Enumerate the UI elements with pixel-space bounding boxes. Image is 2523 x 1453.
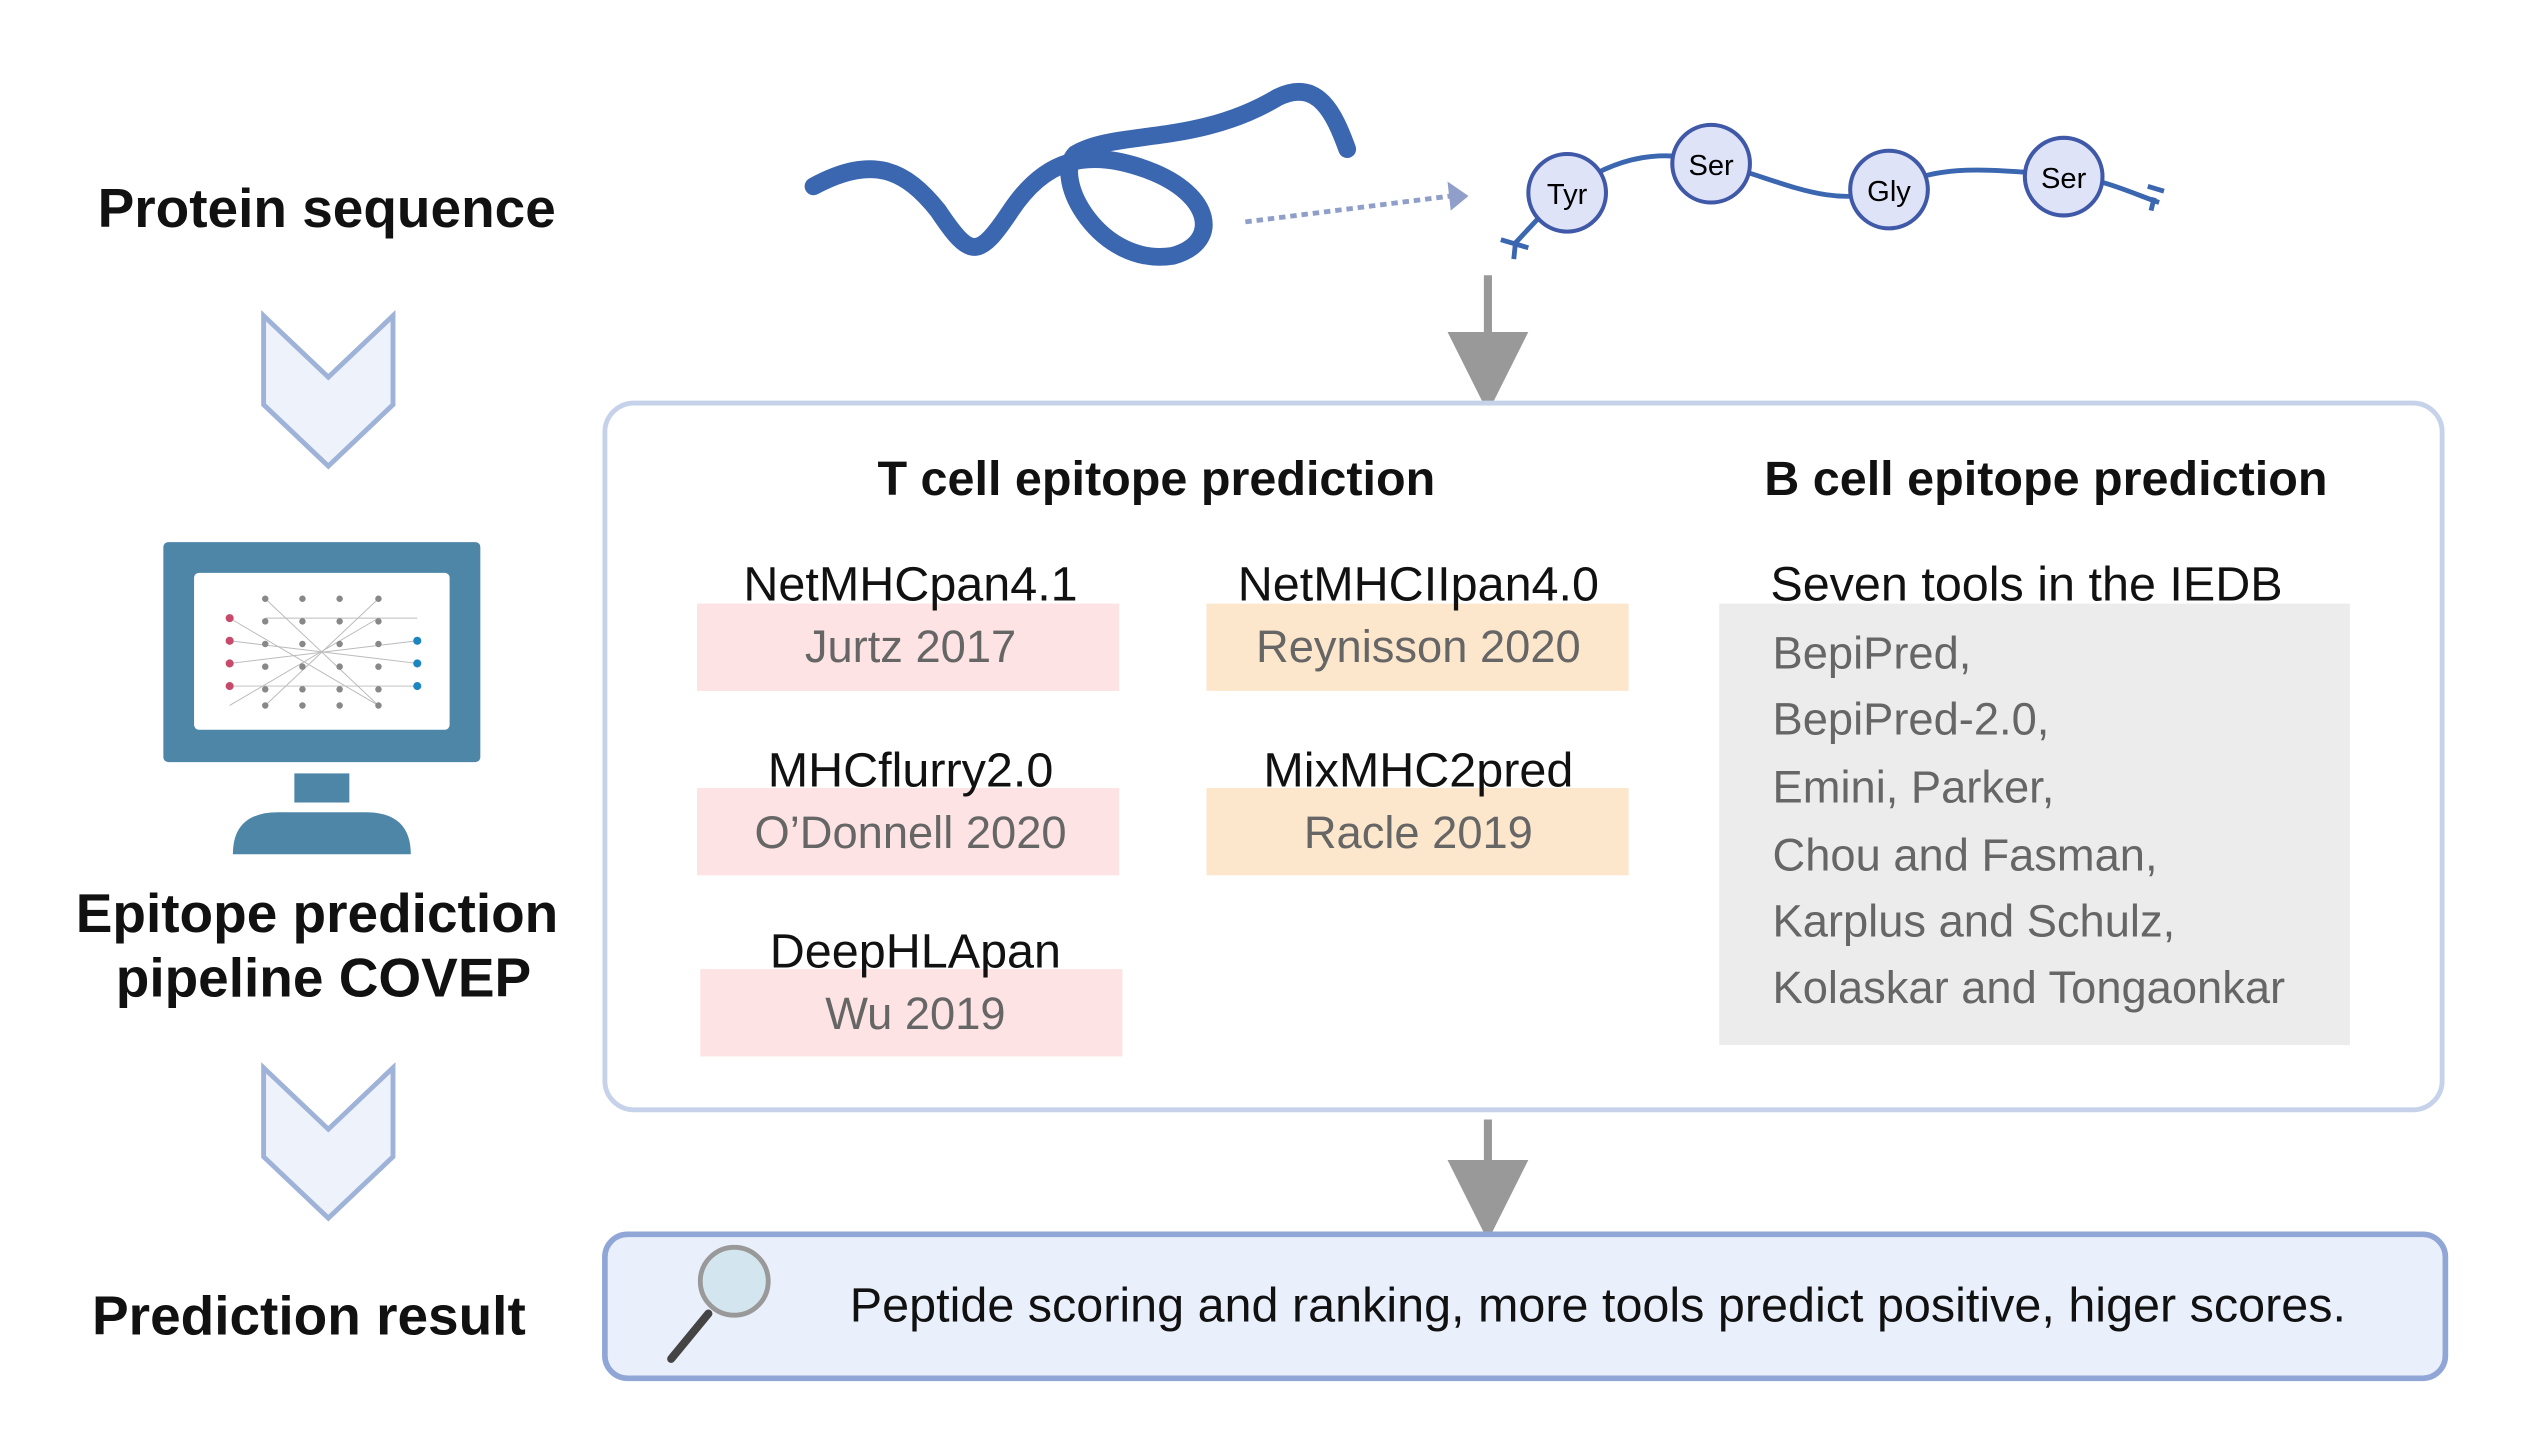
bcell-tools: Seven tools in the IEDB BepiPred, BepiPr… — [1719, 557, 2350, 1046]
tool-mhcflurry: MHCflurry2.0 O’Donnell 2020 — [697, 743, 1120, 876]
svg-text:Racle 2019: Racle 2019 — [1304, 807, 1533, 858]
tool-netmhciipan: NetMHCIIpan4.0 Reynisson 2020 — [1206, 557, 1629, 691]
svg-text:NetMHCIIpan4.0: NetMHCIIpan4.0 — [1238, 557, 1599, 611]
bcell-tool: Kolaskar and Tongaonkar — [1773, 962, 2286, 1013]
bcell-tool: Emini, Parker, — [1773, 762, 2055, 813]
bcell-tool: BepiPred-2.0, — [1773, 694, 2050, 745]
svg-text:Wu 2019: Wu 2019 — [825, 988, 1005, 1039]
dotted-arrow — [1245, 193, 1452, 225]
label-pipeline-line2: pipeline COVEP — [116, 947, 531, 1009]
bcell-tool: Karplus and Schulz, — [1773, 896, 2176, 947]
label-prediction-result: Prediction result — [92, 1285, 526, 1347]
tcell-title: T cell epitope prediction — [877, 452, 1435, 506]
down-chevron-icon — [261, 1062, 396, 1222]
tool-mixmhc2pred: MixMHC2pred Racle 2019 — [1206, 743, 1629, 876]
tool-deephlapan: DeepHLApan Wu 2019 — [700, 924, 1123, 1057]
down-chevron-icon — [261, 310, 396, 470]
tool-netmhcpan: NetMHCpan4.1 Jurtz 2017 — [697, 557, 1120, 691]
bcell-tool: Chou and Fasman, — [1773, 829, 2158, 880]
bcell-tool: BepiPred, — [1773, 627, 1972, 678]
peptide-terminus — [1500, 183, 2165, 260]
svg-text:MHCflurry2.0: MHCflurry2.0 — [768, 743, 1054, 797]
svg-text:Ser: Ser — [2041, 163, 2087, 195]
label-pipeline-line1: Epitope prediction — [76, 882, 559, 944]
result-text: Peptide scoring and ranking, more tools … — [850, 1279, 2346, 1333]
label-protein-sequence: Protein sequence — [98, 177, 556, 239]
svg-text:MixMHC2pred: MixMHC2pred — [1263, 743, 1573, 797]
svg-text:Tyr: Tyr — [1547, 179, 1588, 211]
computer-icon — [163, 542, 481, 855]
neural-network-icon — [229, 598, 418, 706]
residue-ser: Ser — [1670, 122, 1752, 205]
svg-text:Jurtz 2017: Jurtz 2017 — [805, 621, 1016, 672]
svg-text:Reynisson 2020: Reynisson 2020 — [1256, 621, 1581, 672]
svg-text:NetMHCpan4.1: NetMHCpan4.1 — [743, 557, 1077, 611]
bcell-title: B cell epitope prediction — [1764, 452, 2327, 506]
arrowhead-icon — [1447, 181, 1469, 211]
svg-text:DeepHLApan: DeepHLApan — [770, 924, 1061, 978]
svg-text:O’Donnell 2020: O’Donnell 2020 — [755, 807, 1067, 858]
residue-gly: Gly — [1848, 148, 1930, 231]
bcell-subtitle: Seven tools in the IEDB — [1770, 557, 2282, 611]
svg-text:Gly: Gly — [1867, 176, 1911, 208]
residue-tyr: Tyr — [1526, 151, 1609, 234]
svg-text:Ser: Ser — [1688, 150, 1734, 182]
result-box — [602, 1231, 2449, 1382]
protein-strand-icon — [804, 83, 1357, 266]
magnifier-icon — [667, 1244, 771, 1363]
residue-ser: Ser — [2022, 135, 2105, 218]
